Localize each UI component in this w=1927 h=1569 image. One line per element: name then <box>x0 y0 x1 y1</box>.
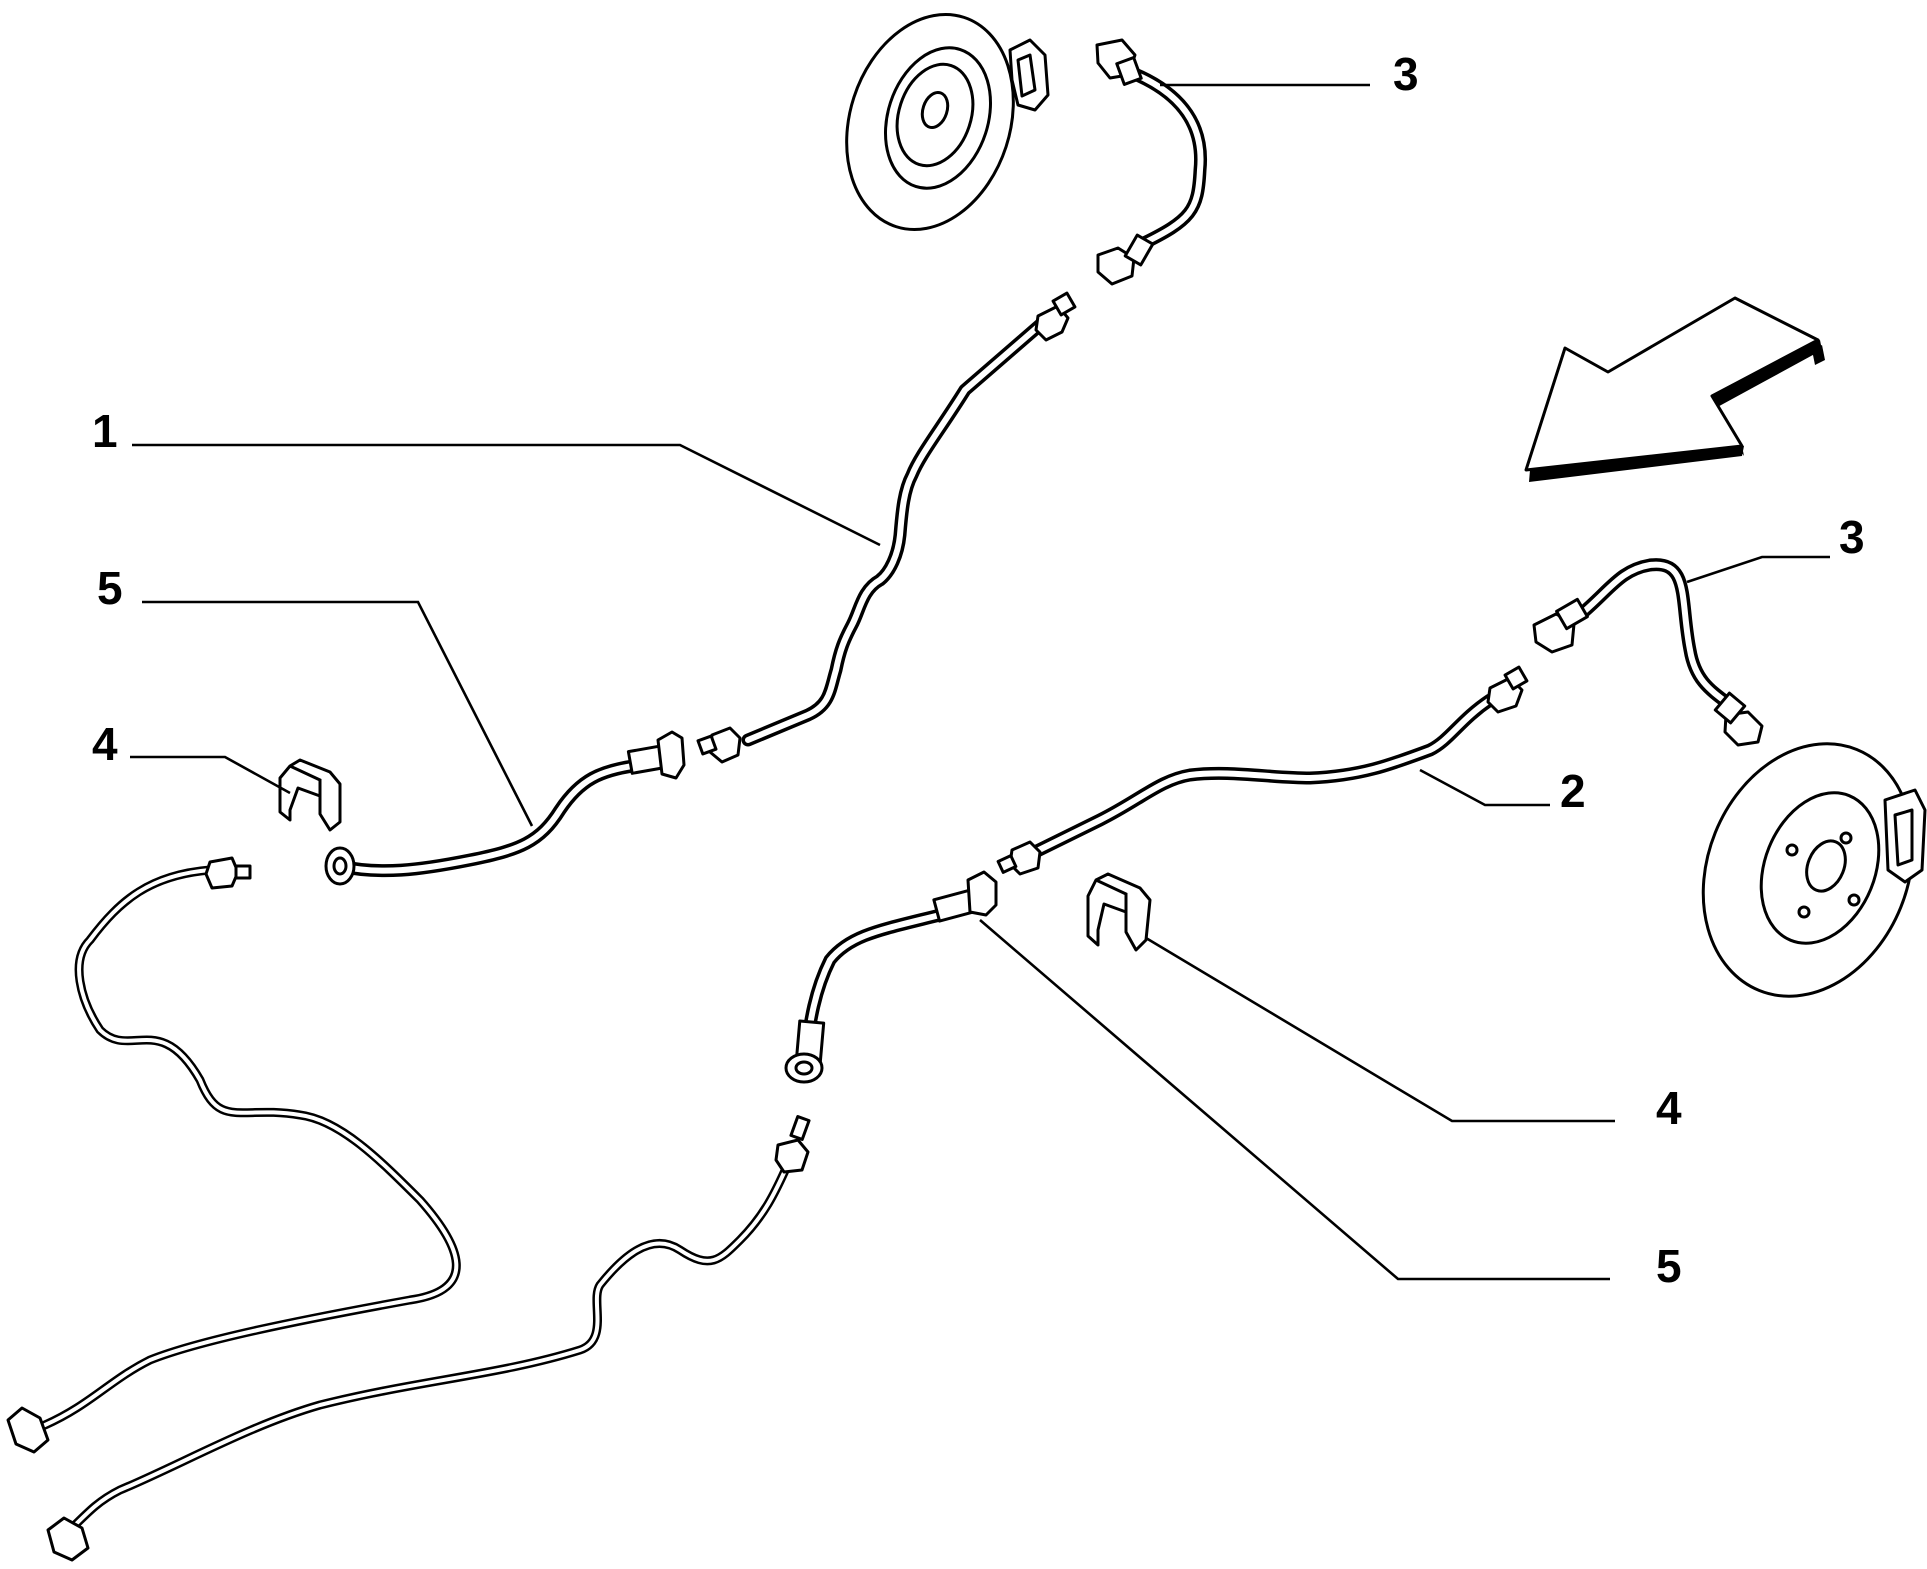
leader-3-right <box>1686 555 1830 584</box>
leader-5-left <box>142 600 534 827</box>
callout-1: 1 <box>92 405 118 457</box>
callout-4-left: 4 <box>92 718 118 770</box>
callout-5-right: 5 <box>1656 1240 1682 1292</box>
leader-2 <box>1419 768 1550 807</box>
leader-4-right <box>1145 936 1615 1123</box>
callout-4-right: 4 <box>1656 1082 1682 1134</box>
brake-pipe-2 <box>996 665 1529 876</box>
direction-arrow-icon <box>1524 296 1825 482</box>
callout-2: 2 <box>1560 765 1586 817</box>
leader-1 <box>132 443 881 547</box>
brake-pipe-1 <box>696 291 1077 764</box>
callout-5-left: 5 <box>97 562 123 614</box>
brake-hose-3-right <box>1532 558 1764 747</box>
leader-5-right <box>979 919 1610 1281</box>
brake-disc-top <box>845 13 1050 231</box>
leader-lines <box>130 83 1830 1281</box>
brake-line-long-right <box>46 1115 811 1562</box>
retaining-clip-4-left <box>278 758 342 832</box>
brake-hose-3-top <box>1095 38 1208 286</box>
brake-disc-bottom <box>1701 742 1927 998</box>
brake-hose-5-left <box>324 730 686 886</box>
brake-hose-5-right <box>784 870 998 1084</box>
leader-4-left <box>130 755 291 795</box>
brake-line-long-left <box>6 856 461 1454</box>
retaining-clip-4-right <box>1086 872 1152 952</box>
callout-3-top: 3 <box>1393 48 1419 100</box>
callout-3-right: 3 <box>1839 511 1865 563</box>
